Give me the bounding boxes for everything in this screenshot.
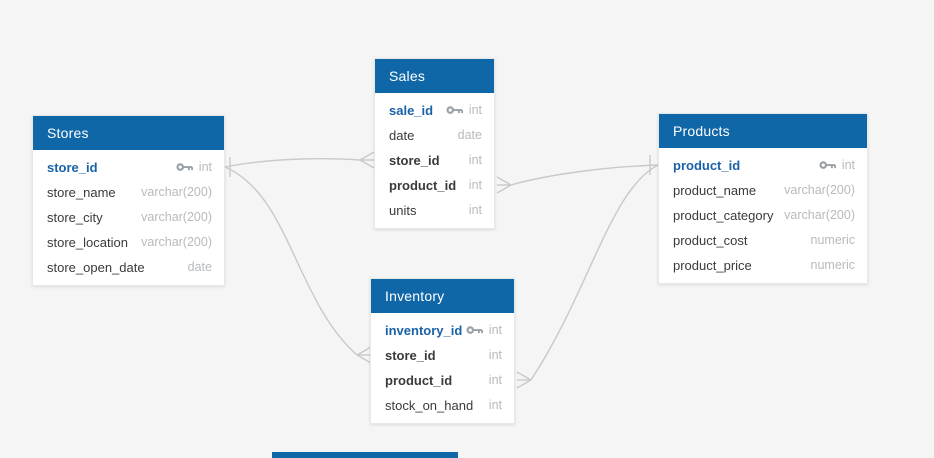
table-products[interactable]: Products product_id int product_name var… [658, 113, 868, 284]
field-name: stock_on_hand [385, 398, 474, 413]
many-marker-inventory-store-id [356, 346, 372, 364]
field-name: sale_id [389, 103, 434, 118]
table-title: Inventory [385, 288, 445, 304]
table-body: sale_id int date date store_id int produ… [375, 93, 494, 228]
table-title: Products [673, 123, 730, 139]
field-name: product_cost [673, 233, 748, 248]
table-title: Stores [47, 125, 89, 141]
field-type: date [457, 128, 482, 142]
field-row[interactable]: store_city varchar(200) [33, 205, 224, 230]
field-row[interactable]: inventory_id int [371, 318, 514, 343]
field-row[interactable]: date date [375, 123, 494, 148]
field-type: int [841, 158, 855, 172]
table-header-products[interactable]: Products [659, 114, 867, 148]
field-row[interactable]: product_category varchar(200) [659, 203, 867, 228]
table-inventory[interactable]: Inventory inventory_id int store_id int … [370, 278, 515, 424]
field-type: int [468, 178, 482, 192]
field-row[interactable]: sale_id int [375, 98, 494, 123]
field-name: store_city [47, 210, 103, 225]
field-name: product_id [389, 178, 457, 193]
field-name: store_id [47, 160, 98, 175]
field-type: numeric [810, 233, 855, 247]
field-type: varchar(200) [141, 235, 212, 249]
field-name: product_id [673, 158, 741, 173]
primary-key-icon [819, 160, 836, 171]
field-row[interactable]: product_id int [371, 368, 514, 393]
relationship-products-sales[interactable] [496, 155, 659, 194]
field-row[interactable]: stock_on_hand int [371, 393, 514, 418]
field-name: store_id [385, 348, 436, 363]
field-name: store_open_date [47, 260, 145, 275]
many-marker-sales-product-id [496, 176, 512, 194]
field-type: int [468, 153, 482, 167]
table-body: inventory_id int store_id int product_id… [371, 313, 514, 423]
field-row[interactable]: product_price numeric [659, 253, 867, 278]
table-body: product_id int product_name varchar(200)… [659, 148, 867, 283]
field-type: int [488, 373, 502, 387]
field-type: varchar(200) [141, 210, 212, 224]
field-type: numeric [810, 258, 855, 272]
table-title: Sales [389, 68, 426, 84]
primary-key-icon [466, 325, 483, 336]
field-name: units [389, 203, 417, 218]
field-type: int [468, 103, 482, 117]
field-name: product_price [673, 258, 752, 273]
field-type: varchar(200) [784, 183, 855, 197]
relationship-products-inventory[interactable] [516, 164, 659, 389]
field-row[interactable]: store_id int [33, 155, 224, 180]
field-row[interactable]: product_cost numeric [659, 228, 867, 253]
table-sales[interactable]: Sales sale_id int date date store_id int [374, 58, 495, 229]
field-name: product_category [673, 208, 774, 223]
field-row[interactable]: product_name varchar(200) [659, 178, 867, 203]
field-type: int [198, 160, 212, 174]
field-type: int [468, 203, 482, 217]
field-type: int [488, 398, 502, 412]
field-type: date [187, 260, 212, 274]
field-name: product_name [673, 183, 757, 198]
field-row[interactable]: product_id int [375, 173, 494, 198]
field-type: int [488, 348, 502, 362]
relationship-stores-inventory[interactable] [224, 166, 372, 364]
many-marker-sales-store-id [359, 151, 375, 169]
field-name: inventory_id [385, 323, 463, 338]
table-stores[interactable]: Stores store_id int store_name varchar(2… [32, 115, 225, 286]
partial-table-header[interactable] [272, 452, 458, 458]
field-name: date [389, 128, 415, 143]
field-row[interactable]: store_location varchar(200) [33, 230, 224, 255]
relationship-stores-sales[interactable] [224, 151, 375, 177]
table-header-inventory[interactable]: Inventory [371, 279, 514, 313]
field-type: varchar(200) [141, 185, 212, 199]
field-row[interactable]: store_name varchar(200) [33, 180, 224, 205]
field-row[interactable]: product_id int [659, 153, 867, 178]
field-name: store_id [389, 153, 440, 168]
field-row[interactable]: store_id int [371, 343, 514, 368]
field-type: int [488, 323, 502, 337]
table-header-sales[interactable]: Sales [375, 59, 494, 93]
field-row[interactable]: units int [375, 198, 494, 223]
many-marker-inventory-product-id [516, 371, 532, 389]
field-name: store_name [47, 185, 116, 200]
table-body: store_id int store_name varchar(200) sto… [33, 150, 224, 285]
table-header-stores[interactable]: Stores [33, 116, 224, 150]
field-name: product_id [385, 373, 453, 388]
primary-key-icon [446, 105, 463, 116]
field-row[interactable]: store_open_date date [33, 255, 224, 280]
field-name: store_location [47, 235, 128, 250]
field-type: varchar(200) [784, 208, 855, 222]
field-row[interactable]: store_id int [375, 148, 494, 173]
primary-key-icon [176, 162, 193, 173]
